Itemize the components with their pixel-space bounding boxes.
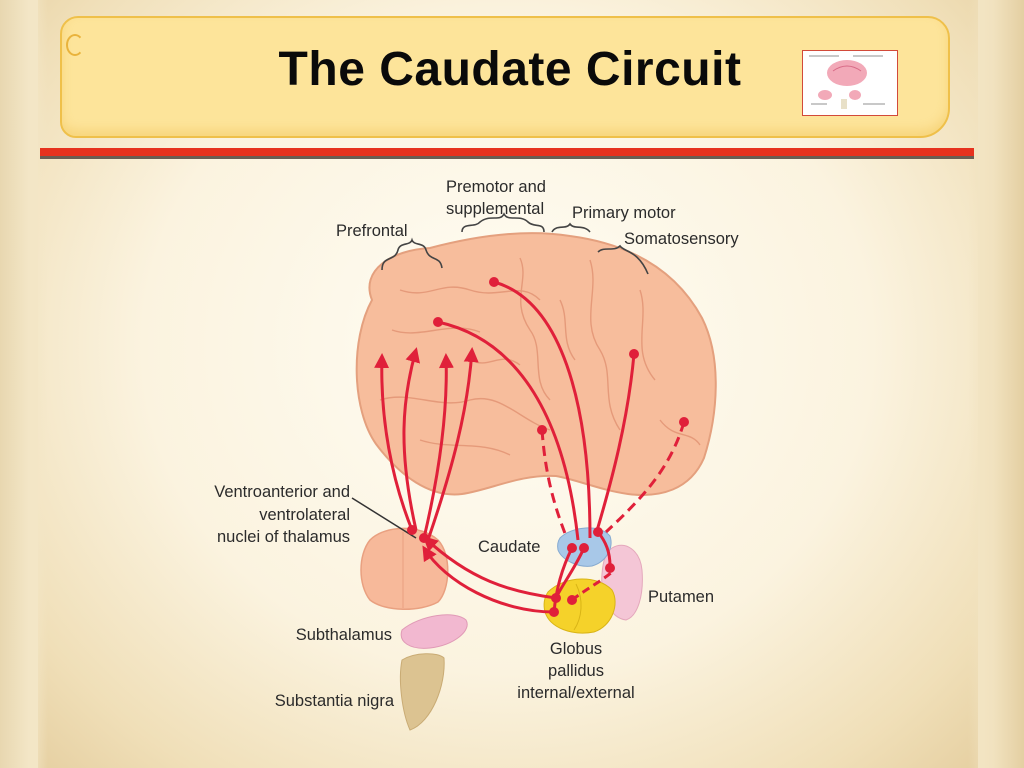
pathway-thalamus-to-cortex-a [374,353,414,531]
parchment-edge-right [968,0,1024,768]
label-caudate: Caudate [478,538,540,556]
pathway-globus-to-thalamus-a [422,535,557,600]
pathway-thalamus-to-cortex-d [426,347,479,541]
label-globus-line3: internal/external [517,684,634,702]
title-divider-shadow [40,156,974,159]
pathway-thalamus-to-cortex-b [402,347,420,531]
label-substantia-nigra: Substantia nigra [275,692,395,710]
pathway-somatosensory-to-caudate [604,421,686,534]
pathway-motor-to-caudate [594,353,636,535]
label-putamen: Putamen [648,588,714,606]
thumbnail-image [802,50,898,116]
page-title: The Caudate Circuit [278,43,742,96]
label-primary-motor: Primary motor [572,204,676,222]
label-thalamus-line1: Ventroanterior and [214,483,350,501]
substantia-nigra [399,653,445,731]
cerebral-cortex [355,232,717,496]
pathway-cortex-dashed [540,429,568,537]
label-somatosensory: Somatosensory [624,230,739,248]
label-subthalamus: Subthalamus [296,626,392,644]
pathway-caudate-to-globus-b [552,547,574,613]
label-thalamus-line2: ventrolateral [259,506,350,524]
title-banner [60,16,950,138]
title-divider [40,148,974,156]
label-thalamus-line3: nuclei of thalamus [217,528,350,546]
cortical-region-braces [381,212,649,275]
label-premotor-line2: supplemental [446,200,544,218]
parchment-edge-left [0,0,48,768]
pathway-prefrontal-to-caudate [437,320,580,541]
label-globus-line1: Globus [550,640,602,658]
label-premotor-line1: Premotor and [446,178,546,196]
globus-pallidus [543,578,616,634]
thumbnail-brain-icon [809,55,885,109]
thalamus-label-pointer [351,497,417,539]
label-prefrontal: Prefrontal [336,222,408,240]
pathway-nodes [407,277,689,617]
pathway-globus-to-thalamus-b [422,545,555,614]
label-globus-line2: pallidus [548,662,604,680]
pathway-premotor-to-caudate [493,280,592,539]
subthalamus [400,614,468,649]
cortico-striatal-pathways [374,280,686,614]
brain-gyri-lines [379,257,701,456]
thalamus [360,527,449,610]
banner-curl-ornament [66,34,84,56]
pathway-thalamus-to-cortex-c [422,353,454,539]
